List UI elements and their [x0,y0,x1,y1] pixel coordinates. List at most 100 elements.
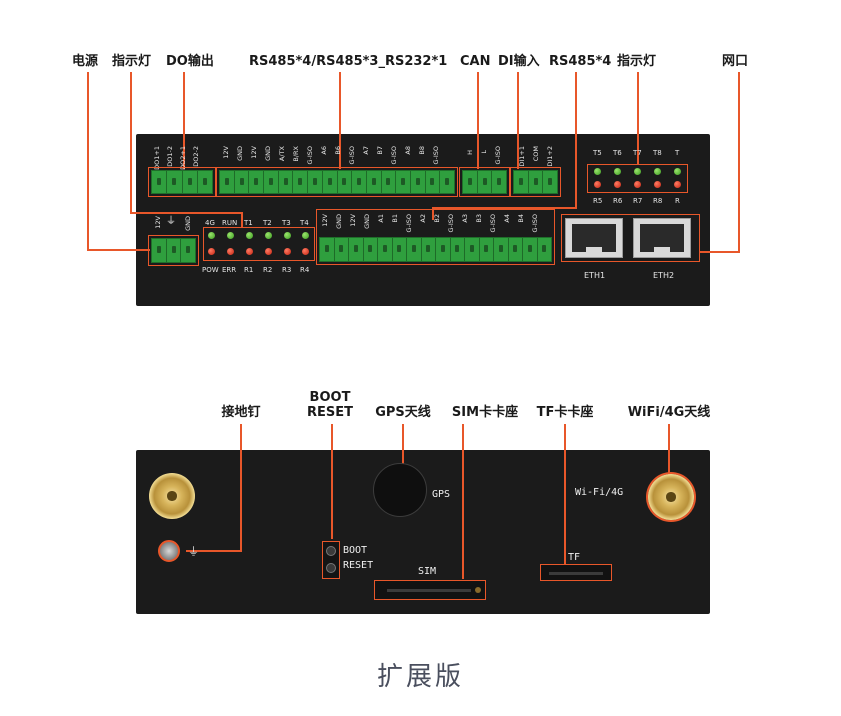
silk-led-t2: T2 [263,219,272,227]
led-pow [208,248,215,255]
tf-slot-opening [549,572,603,575]
do-terminal-block[interactable] [151,170,213,194]
callout-gps-antenna: GPS天线 [375,405,431,420]
leader-boot-reset [331,424,333,539]
leader-ground-stud [240,424,242,552]
silk-led-r7: R7 [633,197,643,205]
led-t5 [594,168,601,175]
highlight-di [510,167,561,197]
reset-button[interactable] [326,563,336,573]
silk-boot: BOOT [343,545,368,556]
silk-serial-top-16: G-ISO [432,146,440,165]
silk-di-1: DI1+1 [518,146,526,167]
silk-serial-top-13: G-ISO [390,146,398,165]
silk-led-run: RUN [222,219,238,227]
silk-led-r: R [675,197,680,205]
leader-power [87,72,89,250]
sim-slot-push-dot [475,587,481,593]
sim-slot-opening [387,589,471,592]
callout-ground-stud: 接地钉 [221,405,261,420]
silk-tf: TF [568,552,581,563]
callout-power: 电源 [72,54,99,69]
leader-network-port-h [700,251,740,253]
led-t1 [246,232,253,239]
callout-indicator-left: 指示灯 [112,54,152,69]
leader-indicator-right [637,72,639,165]
led-r5 [594,181,601,188]
silk-sim: SIM [418,566,437,577]
leader-rs485-4-h [432,207,577,209]
led-r [674,181,681,188]
silk-serial-top-6: B/RX [292,146,300,162]
callout-can: CAN [460,54,491,69]
leader-indicator-left [130,72,132,214]
silk-led-r3: R3 [282,266,292,274]
silk-wifi: Wi-Fi/4G [575,487,624,498]
leader-wifi-antenna [668,424,670,476]
silk-do-2: DO1-2 [166,146,174,167]
silk-led-r4: R4 [300,266,310,274]
eth1-port[interactable] [565,218,623,258]
antenna-connector-left[interactable] [149,473,195,519]
callout-tf-slot: TF卡卡座 [536,405,594,420]
silk-serial-top-1: 12V [222,146,230,159]
led-r8 [654,181,661,188]
tf-card-slot[interactable] [540,564,612,581]
led-4g [208,232,215,239]
led-err [227,248,234,255]
eth2-port[interactable] [633,218,691,258]
ground-stud[interactable] [158,540,180,562]
page-title: 扩展版 [376,662,464,692]
leader-indicator-left-v2 [241,212,243,228]
callout-sim-slot: SIM卡卡座 [451,405,519,420]
silk-do-4: DO2-2 [192,146,200,167]
highlight-can [459,167,510,197]
led-r6 [614,181,621,188]
silk-led-pow: POW [202,266,219,274]
highlight-indicator-right [587,164,688,193]
silk-led-r6: R6 [613,197,623,205]
leader-do-output [183,72,185,169]
highlight-network-port [561,214,700,262]
silk-serial-top-12: B7 [376,146,384,155]
led-t7 [634,168,641,175]
callout-boot: BOOT [309,390,351,405]
led-t [674,168,681,175]
silk-serial-top-3: 12V [250,146,258,159]
callout-reset: RESET [306,405,354,420]
silk-led-err: ERR [222,266,237,274]
serial-bottom-terminal-block[interactable] [319,237,552,262]
leader-rs485 [339,72,341,169]
silk-led-t5: T5 [593,149,602,157]
silk-eth1: ETH1 [584,271,606,280]
leader-rs485-4 [575,72,577,208]
serial-top-terminal-block[interactable] [219,170,455,194]
silk-serial-top-14: A8 [404,146,412,155]
boot-button[interactable] [326,546,336,556]
silk-led-t6: T6 [613,149,622,157]
led-t6 [614,168,621,175]
silk-can-g: G-ISO [494,146,502,165]
can-terminal-block[interactable] [462,170,507,194]
leader-di-input [517,72,519,169]
led-t3 [284,232,291,239]
leader-ground-stud-h [186,550,242,552]
wifi-4g-antenna-connector[interactable] [648,474,694,520]
led-r3 [284,248,291,255]
silk-di-2: DI1+2 [546,146,554,167]
led-t4 [302,232,309,239]
sim-card-slot[interactable] [374,580,486,600]
silk-can-l: L [480,150,488,154]
silk-serial-top-7: G-ISO [306,146,314,165]
led-run [227,232,234,239]
callout-wifi-antenna: WiFi/4G天线 [627,405,711,420]
silk-led-r1: R1 [244,266,254,274]
gps-antenna-port[interactable] [373,463,427,517]
callout-indicator-right: 指示灯 [617,54,657,69]
silk-power-12v: 12V [154,216,162,229]
highlight-serial-top [216,167,458,197]
silk-led-r2: R2 [263,266,273,274]
silk-led-t3: T3 [282,219,291,227]
di-terminal-block[interactable] [513,170,558,194]
power-terminal-block[interactable] [151,238,196,263]
